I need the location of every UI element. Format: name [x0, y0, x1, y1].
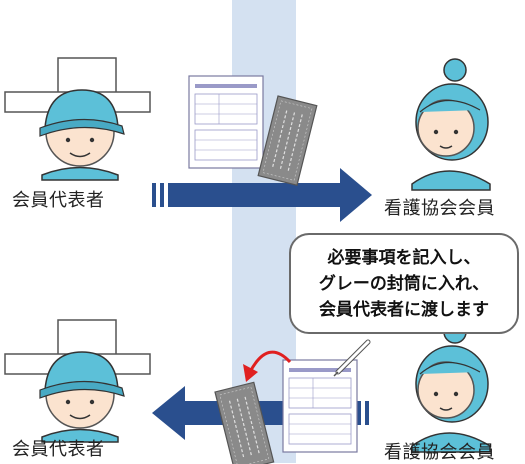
- gray-envelope-top: [257, 95, 318, 186]
- callout-line-3: 会員代表者に渡します: [319, 299, 489, 320]
- arrow-right: [152, 168, 372, 222]
- application-form-top: [188, 75, 264, 169]
- representative-illustration-top: [4, 57, 151, 181]
- callout-line-2: グレーの封筒に入れ、: [318, 273, 490, 294]
- instruction-callout: 必要事項を記入し、 グレーの封筒に入れ、 会員代表者に渡します: [289, 233, 519, 334]
- representative-label-bottom: 会員代表者: [12, 439, 105, 460]
- representative-label-top: 会員代表者: [12, 190, 105, 211]
- callout-line-1: 必要事項を記入し、: [327, 247, 481, 268]
- representative-illustration-bottom: [4, 319, 151, 443]
- nurse-illustration-bottom: [411, 320, 491, 453]
- application-form-bottom: [282, 359, 358, 453]
- member-label-bottom: 看護協会会員: [384, 442, 495, 463]
- insert-curve-arrow: [243, 350, 292, 382]
- pen-icon: [333, 339, 371, 377]
- nurse-illustration-top: [411, 58, 491, 191]
- member-label-top: 看護協会会員: [384, 198, 495, 219]
